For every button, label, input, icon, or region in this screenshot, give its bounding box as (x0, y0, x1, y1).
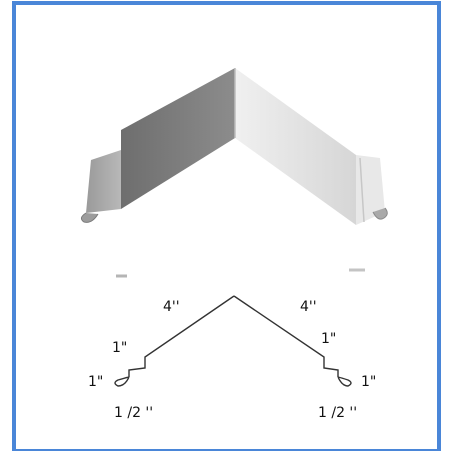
left-panel (121, 68, 235, 209)
profile-right-hem (337, 376, 352, 387)
label-right-hem: 1" (361, 374, 376, 390)
profile-left-hem (114, 376, 130, 387)
right-flange-edge (359, 157, 365, 223)
label-left-mid: 1" (112, 340, 127, 356)
right-panel (235, 68, 356, 225)
left-flange (86, 150, 121, 213)
ridge-cap-render (80, 68, 388, 278)
label-left-top: 4'' (163, 299, 180, 315)
profile-left-leg (128, 295, 235, 377)
right-hem (372, 207, 388, 220)
label-left-bottom: 1 /2 '' (114, 405, 153, 421)
label-right-bottom: 1 /2 '' (318, 405, 357, 421)
left-hem (80, 212, 99, 223)
label-left-hem: 1" (88, 374, 103, 390)
profile-drawing (114, 295, 352, 387)
label-right-mid: 1" (321, 331, 336, 347)
profile-right-leg (233, 295, 339, 377)
label-right-top: 4'' (300, 299, 317, 315)
